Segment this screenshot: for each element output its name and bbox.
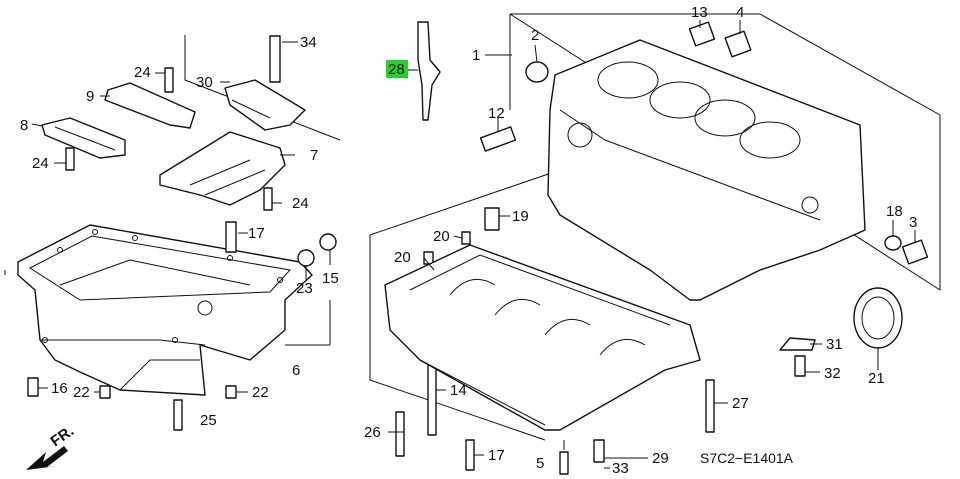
callout-20b: 20	[394, 249, 411, 266]
callout-3: 3	[909, 214, 917, 231]
callout-34: 34	[300, 34, 317, 51]
callout-6: 6	[292, 362, 300, 379]
front-arrow: FR.	[26, 422, 77, 470]
callout-28: 28	[388, 61, 405, 78]
leader-lines	[31, 20, 916, 469]
callout-22a: 22	[73, 384, 90, 401]
cylinder-block	[547, 39, 866, 301]
oil-seal	[853, 287, 903, 349]
callout-5: 5	[536, 455, 544, 472]
baffle-plates	[41, 79, 306, 206]
callout-17a: 17	[248, 225, 265, 242]
callout-29: 29	[652, 450, 669, 467]
callout-13: 13	[691, 4, 708, 21]
callout-8: 8	[20, 117, 28, 134]
callout-24c: 24	[292, 195, 309, 212]
callout-33: 33	[612, 460, 629, 477]
callout-23: 23	[296, 280, 313, 297]
callout-18: 18	[886, 203, 903, 220]
callout-1: 1	[472, 47, 480, 64]
bolts	[27, 35, 806, 475]
callout-9: 9	[86, 88, 94, 105]
diagram-code: S7C2−E1401A	[700, 450, 794, 466]
front-label: FR.	[48, 422, 78, 450]
dipstick	[417, 21, 441, 121]
callout-17b: 17	[488, 447, 505, 464]
callout-24b: 24	[32, 155, 49, 172]
callout-19: 19	[512, 208, 529, 225]
callout-27: 27	[732, 395, 749, 412]
callout-21: 21	[868, 370, 885, 387]
callout-labels: 1 2 3 4 5 6 7 8 9 12 13 14 15 16 17 17 1…	[20, 4, 917, 477]
callout-16: 16	[51, 380, 68, 397]
callout-30: 30	[196, 74, 213, 91]
callout-22b: 22	[252, 384, 269, 401]
callout-26: 26	[364, 424, 381, 441]
callout-2: 2	[531, 27, 539, 44]
callout-7: 7	[310, 147, 318, 164]
callout-31: 31	[826, 336, 843, 353]
callout-25: 25	[200, 412, 217, 429]
callout-4: 4	[736, 4, 744, 21]
oil-pan	[17, 224, 313, 396]
lower-block	[384, 244, 701, 431]
callout-24a: 24	[134, 64, 151, 81]
callout-15: 15	[322, 270, 339, 287]
highlight-28	[386, 60, 408, 78]
callout-12: 12	[488, 105, 505, 122]
callout-32: 32	[824, 365, 841, 382]
callout-14: 14	[450, 382, 467, 399]
callout-20a: 20	[433, 228, 450, 245]
